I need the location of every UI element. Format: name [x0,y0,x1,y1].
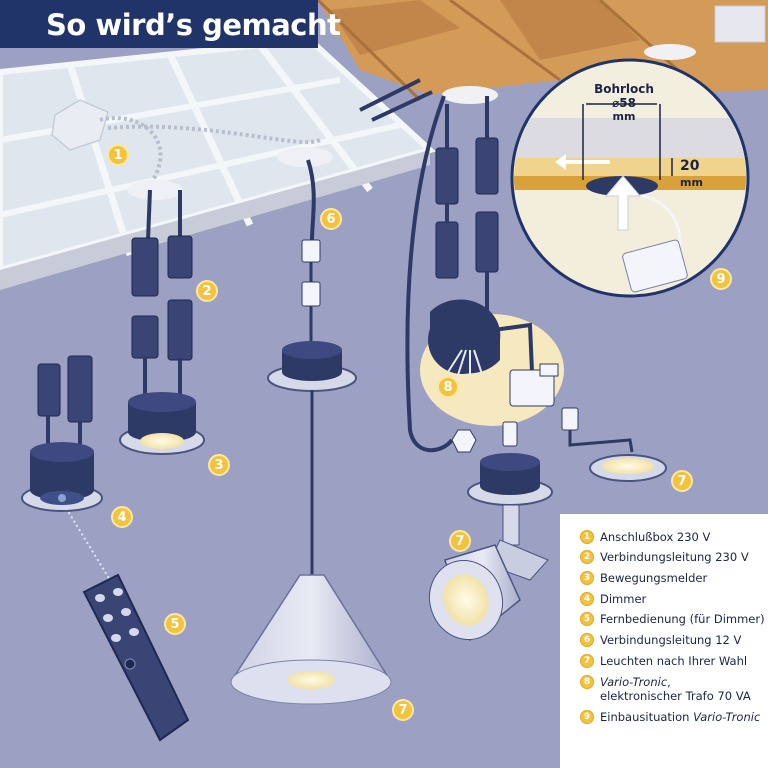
remote-control [82,573,190,742]
legend: 1 Anschlußbox 230 V 2 Verbindungsleitung… [560,514,768,768]
legend-badge: 2 [580,550,594,564]
motion-sensor-lamp [119,189,205,455]
legend-badge: 7 [580,654,594,668]
legend-label-rest: , [667,675,671,689]
legend-label: Vario-Tronic,elektronischer Trafo 70 VA [600,675,751,703]
badge-4: 4 [111,506,133,528]
transformer-vario-tronic [420,299,564,453]
depth-unit: mm [680,176,703,189]
badge-6: 6 [320,208,342,230]
legend-label: Verbindungsleitung 12 V [600,633,742,647]
legend-label: Leuchten nach Ihrer Wahl [600,654,748,668]
page-title: So wird’s gemacht [46,8,341,42]
legend-label: Anschlußbox 230 V [600,530,711,544]
badge-7-recessed: 7 [671,470,693,492]
badge-7-pendant: 7 [392,699,414,721]
legend-item: 3 Bewegungsmelder [580,571,707,585]
badge-3: 3 [208,454,230,476]
depth-value: 20 [680,158,700,174]
title-bar: So wird’s gemacht [0,0,341,48]
legend-item: 7 Leuchten nach Ihrer Wahl [580,654,747,668]
badge-1: 1 [107,144,129,166]
badge-8: 8 [437,376,459,398]
legend-badge: 9 [580,710,594,724]
legend-label: Einbausituation Vario-Tronic [600,710,760,724]
legend-badge: 5 [580,612,594,626]
legend-item: 6 Verbindungsleitung 12 V [580,633,741,647]
recessed-lamp [561,407,667,482]
badge-5: 5 [164,613,186,635]
badge-7-spot: 7 [449,530,471,552]
legend-label-text: Einbausituation [600,710,694,724]
legend-item: 8 Vario-Tronic,elektronischer Trafo 70 V… [580,675,751,703]
hole-label: Bohrloch [594,82,654,96]
legend-item: 1 Anschlußbox 230 V [580,530,710,544]
legend-item: 9 Einbausituation Vario-Tronic [580,710,760,724]
hole-diameter: ⌀58 [612,96,636,110]
legend-item: 5 Fernbedienung (für Dimmer) [580,612,765,626]
legend-item: 2 Verbindungsleitung 230 V [580,550,749,564]
ceiling-grid [0,36,437,290]
legend-label: Bewegungsmelder [600,571,708,585]
legend-label-italic: Vario-Tronic [600,675,668,689]
dimmer-lamp [21,355,111,581]
legend-badge: 8 [580,675,594,689]
legend-label: Fernbedienung (für Dimmer) [600,612,765,626]
legend-label: Verbindungsleitung 230 V [600,550,749,564]
legend-label-italic: Vario-Tronic [693,710,761,724]
legend-label: Dimmer [600,592,647,606]
badge-2: 2 [196,280,218,302]
legend-item: 4 Dimmer [580,592,646,606]
junction-box [51,99,321,187]
legend-label-line2: elektronischer Trafo 70 VA [600,689,751,703]
badge-9: 9 [710,268,732,290]
hole-unit: mm [612,110,636,123]
beam-cables [359,78,499,453]
legend-badge: 1 [580,530,594,544]
pendant-lamp [230,159,392,705]
legend-badge: 3 [580,571,594,585]
installation-detail [510,58,750,298]
legend-badge: 6 [580,633,594,647]
spot-lamp [429,421,553,642]
legend-badge: 4 [580,592,594,606]
